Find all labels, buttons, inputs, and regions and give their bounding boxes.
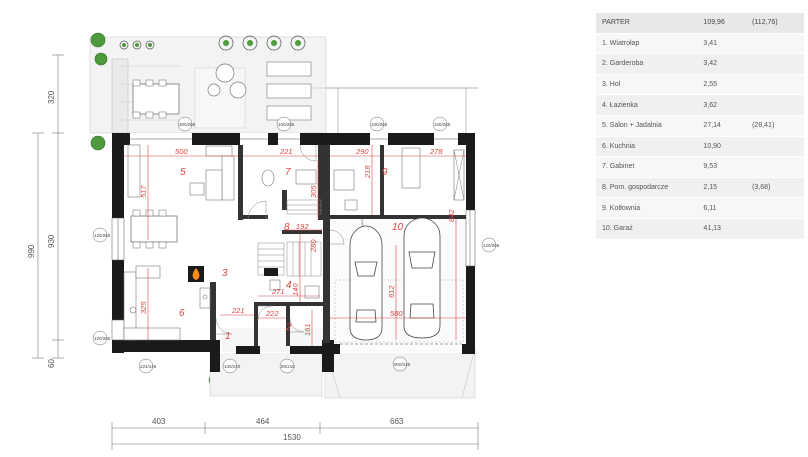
room-area-alt	[746, 94, 804, 116]
room-area-alt	[746, 218, 804, 240]
dim-left-320: 320	[47, 90, 56, 104]
dim-bottom-1530: 1530	[283, 433, 301, 442]
table-header-area-alt: (112,76)	[746, 13, 804, 34]
room-area-alt: (28,41)	[746, 115, 804, 137]
room-number-10: 10	[392, 222, 404, 233]
room-number-5: 5	[180, 167, 186, 178]
room-label: 9. Kotłownia	[596, 197, 698, 219]
room-number-7: 7	[285, 167, 291, 178]
window-label: 224/146	[140, 364, 157, 369]
room-area: 2,55	[697, 74, 747, 96]
room-area-alt	[746, 53, 804, 75]
dim-325: 325	[139, 301, 148, 314]
table-header-row: PARTER 109,96 (112,76)	[596, 13, 804, 34]
room-label: 7. Gabinet	[596, 156, 698, 178]
window-label: 120/265	[483, 243, 500, 248]
dim-left-990: 990	[27, 244, 36, 258]
window-label: 90/210	[281, 364, 295, 369]
room-number-6: 6	[179, 308, 185, 319]
dim-517: 517	[139, 185, 148, 198]
dim-161: 161	[303, 323, 312, 336]
window-label: 300/265	[179, 122, 196, 127]
car-icon	[349, 217, 441, 341]
table-header-area: 109,96	[697, 13, 747, 34]
room-label: 4. Łazienka	[596, 94, 698, 116]
room-number-4: 4	[286, 280, 292, 291]
room-label: 10. Garaż	[596, 218, 698, 240]
dim-bottom-403: 403	[152, 417, 166, 426]
room-area-alt	[746, 33, 804, 55]
room-label: 5. Salon + Jadalnia	[596, 115, 698, 137]
room-number-1: 1	[225, 331, 231, 342]
room-number-8: 8	[284, 222, 290, 233]
dim-218: 218	[363, 165, 372, 179]
room-area-alt	[746, 136, 804, 158]
dim-left-930: 930	[47, 234, 56, 248]
window-tag	[92, 116, 497, 374]
dim-842: 842	[447, 209, 456, 222]
dim-bottom-464: 464	[256, 417, 270, 426]
room-label: 1. Wiatrołap	[596, 33, 698, 55]
room-area-alt: (3,68)	[746, 177, 804, 199]
room-number-9: 9	[382, 167, 388, 178]
room-label: 3. Hol	[596, 74, 698, 96]
room-area: 3,42	[697, 53, 747, 75]
room-label: 6. Kuchnia	[596, 136, 698, 158]
dim-278: 278	[429, 147, 443, 156]
floor-plan: 1 2 3 4 5 6 7 8 9 10 500 517 325 221 221…	[27, 32, 500, 450]
room-number-2: 2	[285, 322, 292, 333]
dim-290: 290	[355, 147, 369, 156]
dim-580: 580	[390, 309, 403, 318]
room-area-alt	[746, 156, 804, 178]
dim-222: 222	[265, 309, 279, 318]
fire-icon	[192, 268, 200, 280]
window-label: 100/265	[434, 122, 451, 127]
room-label: 8. Pom. gospodarcze	[596, 177, 698, 199]
room-area: 3,41	[697, 33, 747, 55]
room-area: 41,13	[697, 218, 747, 240]
window-label: 100/265	[278, 122, 295, 127]
dim-221-a: 221	[231, 306, 245, 315]
room-area: 2,15	[697, 177, 747, 199]
window-label: 100/265	[371, 122, 388, 127]
window-label: 900/225	[394, 362, 411, 367]
dim-305: 305	[309, 185, 318, 198]
window-label: 100/210	[224, 364, 241, 369]
room-area: 6,11	[697, 197, 747, 219]
dim-280: 280	[309, 239, 318, 253]
table-header-label: PARTER	[596, 13, 698, 34]
dim-612: 612	[387, 285, 396, 298]
dim-left-60: 60	[47, 359, 56, 368]
dim-271: 271	[271, 287, 285, 296]
room-number-3: 3	[222, 268, 228, 279]
dim-bottom-663: 663	[390, 417, 404, 426]
dim-192: 192	[296, 222, 309, 231]
window-label: 120/265	[94, 336, 111, 341]
room-label: 2. Garderoba	[596, 53, 698, 75]
room-area-alt	[746, 197, 804, 219]
room-area: 9,53	[697, 156, 747, 178]
window-label: 120/265	[94, 233, 111, 238]
room-area: 10,90	[697, 136, 747, 158]
dim-140: 140	[291, 283, 300, 296]
room-area: 27,14	[697, 115, 747, 137]
room-area-alt	[746, 74, 804, 96]
dim-500: 500	[175, 147, 188, 156]
room-area: 3,62	[697, 94, 747, 116]
dim-221-b: 221	[279, 147, 293, 156]
